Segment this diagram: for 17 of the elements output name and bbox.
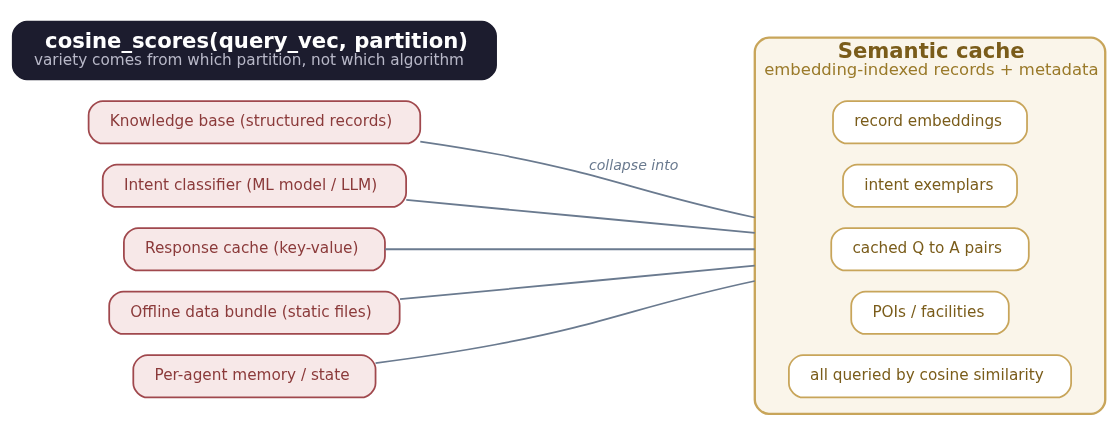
- connector: [405, 199, 756, 234]
- node-box: POIs / facilities: [850, 290, 1010, 335]
- connector: [374, 280, 756, 364]
- node-box: Intent classifier (ML model / LLM): [101, 163, 407, 208]
- node-box: Per-agent memory / state: [132, 354, 377, 399]
- connector: [419, 140, 756, 219]
- connector: [384, 248, 756, 251]
- node-box: Offline data bundle (static files): [108, 290, 401, 335]
- connector: [399, 264, 756, 300]
- node-box: cosine_scores(query_vec, partition) variety comes from which partition, not which algorithm: [11, 20, 497, 81]
- edge-label: collapse into: [588, 156, 679, 173]
- node-box: all queried by cosine similarity: [788, 354, 1072, 399]
- node-box: cached Q to A pairs: [830, 227, 1030, 272]
- node-box: Knowledge base (structured records): [87, 100, 422, 145]
- node-box: record embeddings: [832, 100, 1028, 145]
- node-box: intent exemplars: [842, 163, 1018, 208]
- node-box: Response cache (key-value): [123, 227, 386, 272]
